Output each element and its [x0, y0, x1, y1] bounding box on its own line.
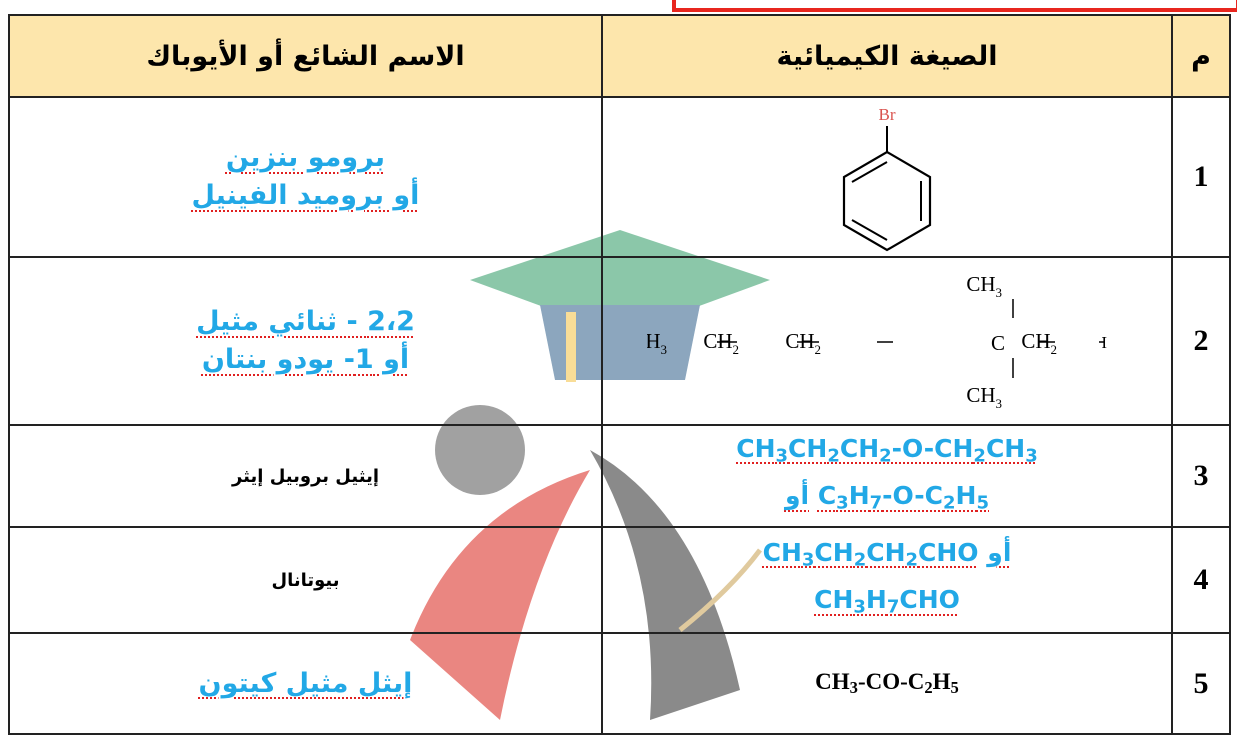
formula-cell: CH3CH2CH2-O-CH2CH3 أو C3H7-O-C2H5: [601, 424, 1173, 528]
header-name: الاسم الشائع أو الأيوباك: [8, 14, 603, 98]
formula-line1: CH3CH2CH2CHO: [762, 537, 979, 571]
row-number: 5: [1171, 632, 1231, 735]
bromobenzene-structure: Br: [842, 105, 932, 252]
name: إيثل مثيل كيتون: [198, 667, 413, 699]
bromine-label: Br: [879, 105, 896, 124]
header-formula: الصيغة الكيميائية: [601, 14, 1173, 98]
table-row: 4 CH3CH2CH2CHO أو CH3H7CHO بيوتانال: [8, 526, 1231, 634]
svg-text:CH3: CH3: [966, 383, 1002, 411]
name-cell: 2،2 - ثنائي مثيل أو 1- يودو بنتان: [8, 256, 603, 426]
formula-cell: CH3 CH3 CH2 CH2 C CH2 I CH3: [601, 256, 1173, 426]
formula-line2: CH3H7CHO: [814, 585, 960, 618]
formula-or: أو: [987, 537, 1012, 567]
row-number: 2: [1171, 256, 1231, 426]
name-line1: 2،2 - ثنائي مثيل: [196, 306, 415, 337]
svg-text:CH2: CH2: [785, 329, 821, 357]
table-row: 2 CH3 CH3 CH2 CH2 C CH2 I: [8, 256, 1231, 426]
row-number: 3: [1171, 424, 1231, 528]
formula-or: أو: [784, 481, 810, 510]
name-line2: أو بروميد الفينيل: [191, 180, 420, 211]
name-line2: أو 1- يودو بنتان: [201, 344, 410, 375]
name-cell: برومو بنزين أو بروميد الفينيل: [8, 96, 603, 258]
table-row: 3 CH3CH2CH2-O-CH2CH3 أو C3H7-O-C2H5 إيثي…: [8, 424, 1231, 528]
formula-line2: C3H7-O-C2H5: [817, 481, 989, 514]
formula: CH3-CO-C2H5: [815, 668, 959, 698]
header-num: م: [1171, 14, 1231, 98]
iodopentane-structure: CH3 CH3 CH2 CH2 C CH2 I CH3: [647, 272, 1107, 411]
chemistry-table: م الصيغة الكيميائية الاسم الشائع أو الأي…: [8, 14, 1231, 735]
svg-text:CH2: CH2: [1021, 329, 1057, 357]
table-header-row: م الصيغة الكيميائية الاسم الشائع أو الأي…: [8, 14, 1231, 98]
table-row: 5 CH3-CO-C2H5 إيثل مثيل كيتون: [8, 632, 1231, 735]
svg-text:CH3: CH3: [647, 329, 667, 357]
formula-cell: CH3-CO-C2H5: [601, 632, 1173, 735]
name-cell: إيثيل بروبيل إيثر: [8, 424, 603, 528]
svg-text:C: C: [991, 331, 1005, 355]
formula-cell: Br: [601, 96, 1173, 258]
svg-text:CH2: CH2: [703, 329, 739, 357]
svg-text:CH3: CH3: [966, 272, 1002, 300]
table-row: 1 Br برومو بنزين أو بروميد الفينيل: [8, 96, 1231, 258]
row-number: 1: [1171, 96, 1231, 258]
svg-text:I: I: [1101, 333, 1107, 352]
formula-line1: CH3CH2CH2-O-CH2CH3: [736, 433, 1038, 467]
row-number: 4: [1171, 526, 1231, 634]
name-cell: إيثل مثيل كيتون: [8, 632, 603, 735]
name-line1: برومو بنزين: [225, 142, 386, 173]
top-red-frame: [672, 0, 1237, 12]
name-cell: بيوتانال: [8, 526, 603, 634]
formula-cell: CH3CH2CH2CHO أو CH3H7CHO: [601, 526, 1173, 634]
